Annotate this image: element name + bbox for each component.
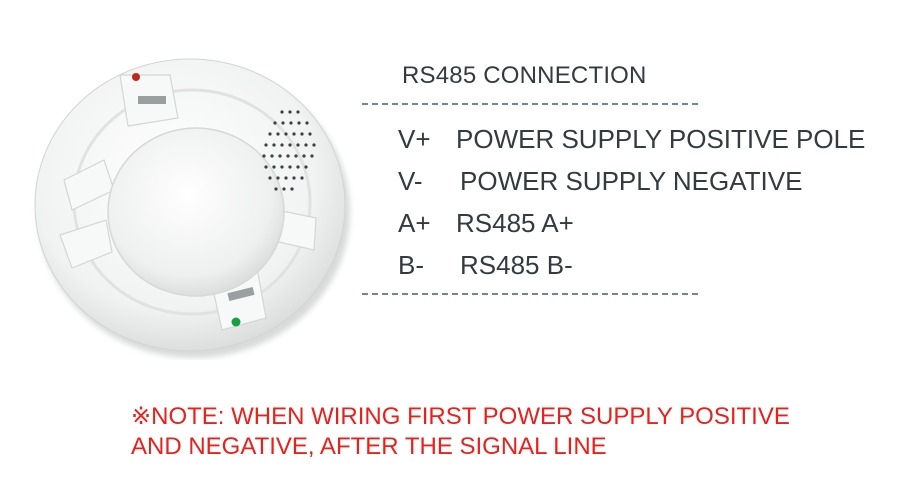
detector-slot-top (138, 96, 166, 104)
sound-hole (300, 176, 304, 180)
detector-sound-holes (262, 110, 316, 191)
sound-hole (278, 154, 282, 158)
sound-hole (276, 132, 280, 136)
pin-code: V+ (398, 124, 431, 154)
sound-hole (284, 176, 288, 180)
led-red-icon (132, 73, 140, 81)
sound-hole (282, 187, 286, 191)
sound-hole (268, 132, 272, 136)
sound-hole (264, 165, 268, 169)
sound-hole (280, 110, 284, 114)
pin-description: RS485 B- (460, 250, 573, 280)
sound-hole (276, 176, 280, 180)
sound-hole (272, 165, 276, 169)
sound-hole (292, 176, 296, 180)
sound-hole (268, 176, 272, 180)
sound-hole (280, 165, 284, 169)
pin-code: V- (398, 166, 423, 196)
sound-hole (300, 132, 304, 136)
pin-code: A+ (398, 208, 431, 238)
pin-code: B- (398, 250, 424, 280)
connection-title: RS485 CONNECTION (402, 62, 647, 89)
sound-hole (294, 154, 298, 158)
sound-hole (312, 143, 316, 147)
sound-hole (286, 154, 290, 158)
sound-hole (272, 143, 276, 147)
sound-hole (280, 143, 284, 147)
led-green-icon (231, 317, 241, 327)
sound-hole (273, 121, 277, 125)
sound-hole (288, 143, 292, 147)
pin-description: POWER SUPPLY POSITIVE POLE (456, 124, 866, 154)
sound-hole (304, 165, 308, 169)
sound-hole (262, 154, 266, 158)
pin-description: RS485 A+ (456, 208, 574, 238)
sound-hole (274, 187, 278, 191)
sound-hole (302, 154, 306, 158)
detector-slot-bottom (227, 286, 255, 302)
sound-hole (304, 143, 308, 147)
sound-hole (289, 121, 293, 125)
sound-hole (270, 154, 274, 158)
divider-top (362, 103, 698, 105)
sound-hole (288, 110, 292, 114)
wiring-note: ※NOTE: WHEN WIRING FIRST POWER SUPPLY PO… (131, 402, 871, 462)
note-line-2: AND NEGATIVE, AFTER THE SIGNAL LINE (131, 433, 607, 460)
sound-hole (290, 187, 294, 191)
sound-hole (281, 121, 285, 125)
sound-hole (288, 165, 292, 169)
pin-description: POWER SUPPLY NEGATIVE (460, 166, 803, 196)
note-line-1: ※NOTE: WHEN WIRING FIRST POWER SUPPLY PO… (131, 403, 790, 430)
sound-hole (308, 132, 312, 136)
smoke-detector-image (34, 58, 350, 358)
sound-hole (296, 165, 300, 169)
sound-hole (305, 121, 309, 125)
sound-hole (284, 132, 288, 136)
sound-hole (297, 121, 301, 125)
sound-hole (264, 143, 268, 147)
detector-dome (107, 127, 285, 297)
sound-hole (310, 154, 314, 158)
sound-hole (296, 143, 300, 147)
sound-hole (296, 110, 300, 114)
divider-bottom (362, 293, 698, 295)
sound-hole (292, 132, 296, 136)
